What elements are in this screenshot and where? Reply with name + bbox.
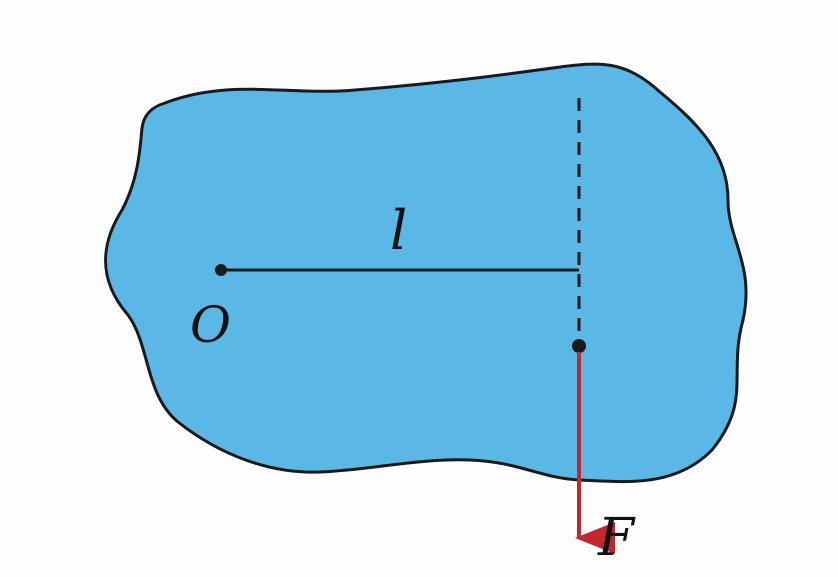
pivot-label: O [190,296,231,354]
rigid-body-shape [104,62,748,484]
pivot-point [215,264,227,276]
force-application-point [572,339,586,353]
lever-arm-label: l [390,199,407,262]
force-label: F [597,508,636,568]
